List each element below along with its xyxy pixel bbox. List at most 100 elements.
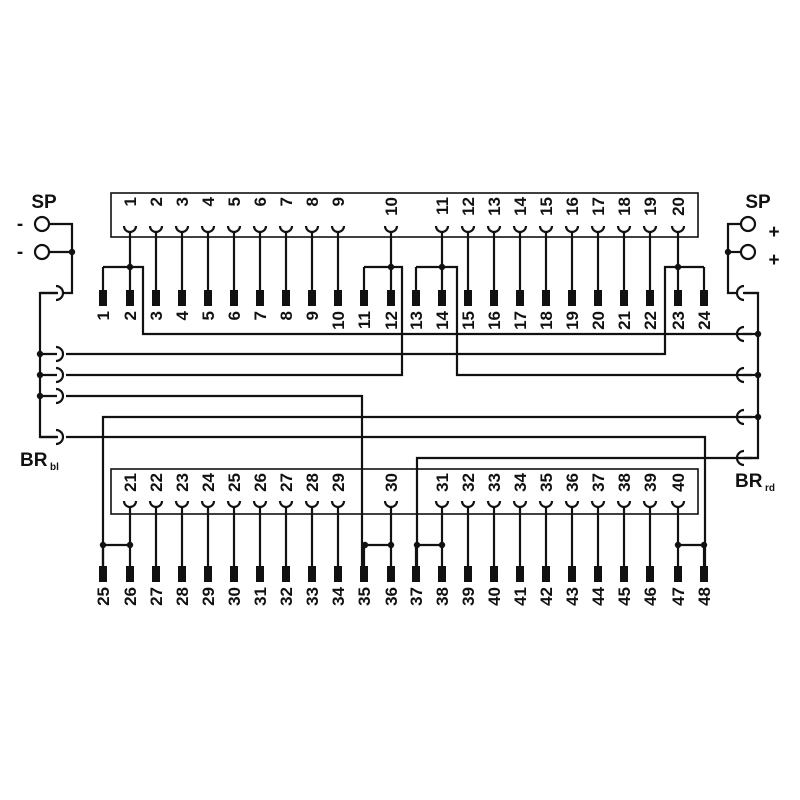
top-connector-pin-label: 15 (537, 197, 556, 216)
bottom-connector-pin-label: 33 (485, 473, 504, 492)
terminal-block-icon (542, 290, 550, 306)
terminal-block-icon (99, 290, 107, 306)
bottom-connector-pin-label: 34 (511, 472, 530, 491)
top-terminal-label: 11 (355, 311, 374, 329)
supply-terminal-icon (33, 215, 51, 233)
junction-dot (674, 541, 682, 549)
terminal-block-icon (490, 290, 498, 306)
terminal-block-icon (620, 290, 628, 306)
terminal-block-icon (412, 290, 420, 306)
top-terminal-label: 9 (303, 311, 322, 320)
junction-dot (387, 541, 395, 549)
bottom-terminal-label: 40 (485, 587, 504, 606)
bridge-socket-icon (55, 387, 65, 405)
top-terminal-label: 19 (563, 311, 582, 330)
bottom-connector-pin-label: 21 (121, 473, 140, 492)
bottom-connector-pin-label: 22 (147, 473, 166, 492)
terminal-block-icon (387, 290, 395, 306)
bottom-connector-pin-label: 27 (277, 473, 296, 492)
terminal-block-icon (674, 566, 682, 582)
terminal-block-icon (204, 566, 212, 582)
bottom-connector-pin-label: 24 (199, 472, 218, 491)
bottom-terminal-label: 41 (511, 587, 530, 606)
terminal-block-icon (126, 290, 134, 306)
bottom-terminal-label: 29 (199, 587, 218, 606)
bottom-terminal-label: 47 (669, 587, 688, 606)
sp-right-label: SP (745, 192, 771, 213)
top-terminal-label: 15 (459, 311, 478, 330)
terminal-block-icon (674, 290, 682, 306)
terminal-block-icon (334, 290, 342, 306)
junction-dot (36, 350, 44, 358)
bottom-connector-pin-label: 26 (251, 473, 270, 492)
bottom-connector-pin-label: 28 (303, 473, 322, 492)
junction-dot (68, 248, 76, 256)
top-terminal-label: 7 (251, 311, 270, 320)
top-terminal-label: 24 (695, 310, 714, 329)
top-connector-pin-label: 8 (303, 197, 322, 206)
terminal-block-icon (360, 566, 368, 582)
bottom-connector-pin-label: 36 (563, 473, 582, 492)
terminal-block-icon (282, 566, 290, 582)
junction-dot (754, 413, 762, 421)
terminal-block-icon (700, 566, 708, 582)
bottom-connector-pin-label: 29 (329, 473, 348, 492)
bridge-socket-icon (55, 366, 65, 384)
bottom-connector-pin-label: 38 (615, 473, 634, 492)
bottom-terminal-label: 31 (251, 587, 270, 606)
top-terminal-label: 1 (94, 311, 113, 320)
bottom-terminal-label: 32 (277, 587, 296, 606)
top-connector-pin-label: 16 (563, 197, 582, 216)
supply-terminal-icon (739, 243, 757, 261)
top-connector-pin-label: 14 (511, 196, 530, 215)
terminal-block-icon (152, 566, 160, 582)
terminal-block-icon (282, 290, 290, 306)
bottom-terminal-label: 39 (459, 587, 478, 606)
bottom-terminal-label: 45 (615, 587, 634, 606)
top-terminal-label: 23 (669, 311, 688, 330)
bridge-socket-icon (735, 408, 745, 426)
bridge-socket-icon (55, 284, 65, 302)
top-connector-pin-label: 7 (277, 197, 296, 206)
top-connector-pin-label: 18 (615, 197, 634, 216)
terminal-block-icon (646, 566, 654, 582)
bottom-terminal-label: 36 (382, 587, 401, 606)
terminal-block-icon (594, 566, 602, 582)
bottom-terminal-label: 48 (695, 587, 714, 606)
sp-minus-wire (49, 222, 74, 295)
terminal-block-icon (230, 290, 238, 306)
terminal-block-icon (126, 566, 134, 582)
top-terminal-label: 21 (615, 311, 634, 330)
wire-br-rd-to-term25 (101, 415, 752, 566)
terminal-block-icon (516, 566, 524, 582)
terminal-block-icon (438, 566, 446, 582)
top-connector-pin-label: 5 (225, 197, 244, 206)
top-connector-pin-label: 11 (433, 197, 452, 215)
junction-dot (361, 541, 369, 549)
terminal-block-icon (360, 290, 368, 306)
terminal-block-icon (256, 290, 264, 306)
top-connector-pin-label: 1 (121, 197, 140, 206)
terminal-block-icon (204, 290, 212, 306)
bridge-socket-icon (735, 449, 745, 467)
wire-pin11-to-br-rd (442, 265, 752, 377)
bottom-connector-pin-label: 39 (641, 473, 660, 492)
bottom-connector-pin-label: 25 (225, 473, 244, 492)
bridge-socket-icon (735, 284, 745, 302)
top-connector-pin-label: 19 (641, 197, 660, 216)
terminal-block-icon (516, 290, 524, 306)
bottom-terminal-label: 34 (329, 586, 348, 605)
bottom-terminal-label: 46 (641, 587, 660, 606)
terminal-block-icon (438, 290, 446, 306)
top-connector-pin-label: 3 (173, 197, 192, 206)
top-terminal-label: 20 (589, 311, 608, 330)
bottom-terminal-label: 26 (121, 587, 140, 606)
terminal-block-icon (308, 290, 316, 306)
bottom-terminal-label: 38 (433, 587, 452, 606)
br-bl-bus (38, 291, 58, 439)
terminal-block-icon (230, 566, 238, 582)
bottom-terminal-label: 37 (407, 587, 426, 606)
top-terminal-label: 17 (511, 311, 530, 330)
terminal-block-icon (490, 566, 498, 582)
bottom-connector-pin-label: 32 (459, 473, 478, 492)
